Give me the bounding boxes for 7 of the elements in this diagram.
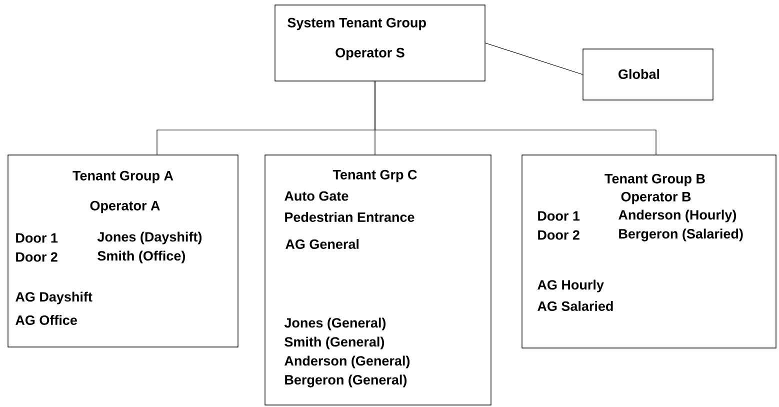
group-box: System Tenant Group Operator S [274, 4, 486, 82]
tenant-box: Tenant Group B Operator B Door 1 Anderson (Hourly) Door 2 Bergeron (Salaried) AG Hourly AG Salaried [522, 154, 776, 348]
tenant-box: Tenant Grp C Auto Gate Pedestrian Entrance AG General Jones (General) Smith (General) Anderson (General) Bergeron (General) [264, 154, 492, 406]
connector-line [374, 81, 656, 155]
tenant-box: Tenant Group A Operator A Door 1 Jones (Dayshift) Door 2 Smith (Office) AG Dayshift AG Office [8, 154, 238, 348]
group-box: Global [582, 48, 714, 100]
connector-line [485, 42, 583, 75]
